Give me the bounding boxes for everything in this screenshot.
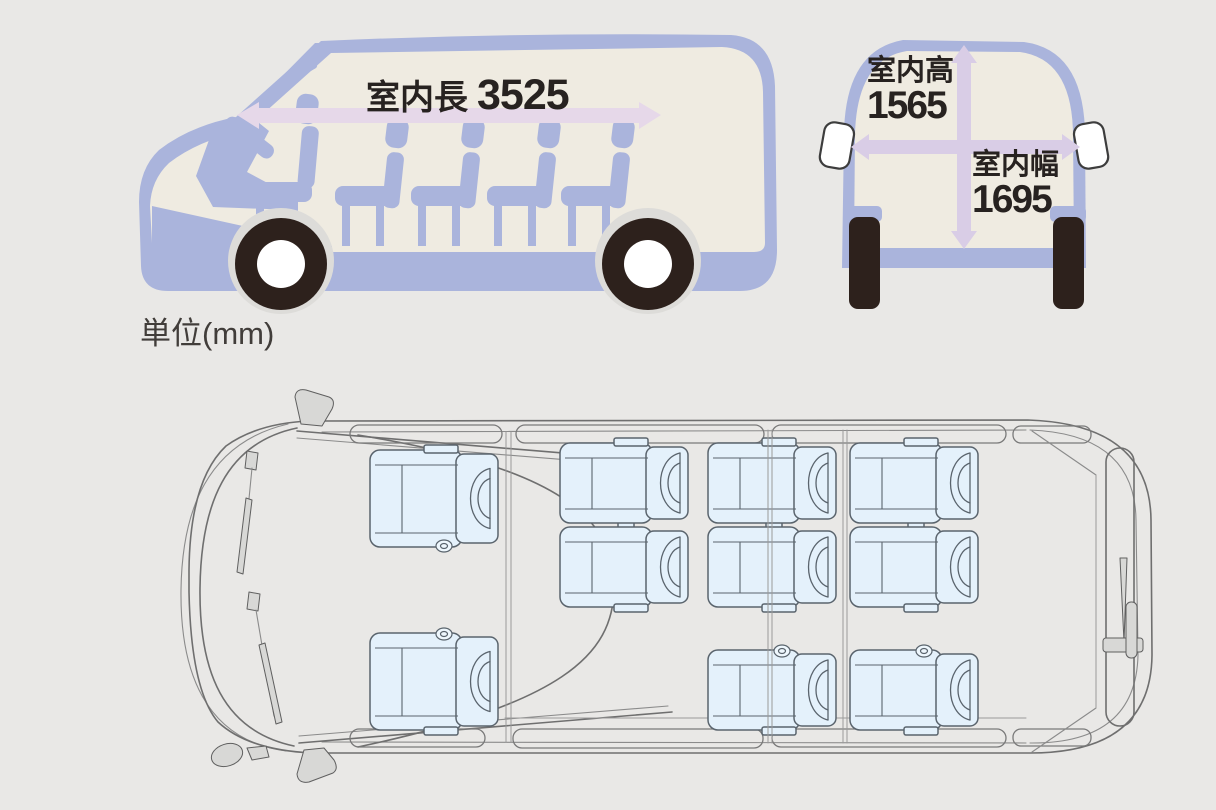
rear-wiper-blade (1125, 601, 1138, 659)
interior-length-value: 3525 (477, 71, 570, 119)
wiper-base-2 (246, 591, 261, 612)
rear-window (1105, 447, 1135, 727)
fourth-row-bench-lower (849, 526, 979, 613)
van-rear-view (818, 40, 1110, 309)
interior-length-label: 室内長 (366, 79, 468, 117)
hatch-line-bottom (1031, 707, 1097, 753)
third-row-bench (707, 437, 837, 613)
interior-width-dimension: 室内幅 1695 (972, 151, 1059, 220)
seats-layer (369, 437, 979, 736)
rear-right-wheel (1053, 217, 1084, 309)
rear-inner-line (1029, 429, 1139, 744)
front-bumper-line (199, 427, 298, 747)
washer-blob (246, 745, 270, 761)
van-top-view (180, 389, 1153, 783)
interior-height-dimension: 室内高 1565 (867, 57, 954, 126)
interior-height-label: 室内高 (867, 55, 955, 87)
roof-inner-line-bottom (321, 741, 1027, 744)
second-row-bench-upper (559, 437, 689, 524)
third-row-single-seat (707, 644, 837, 736)
body-outline (188, 419, 1153, 754)
door-handle-blob (210, 742, 244, 768)
front-bumper-outer-line (180, 423, 289, 752)
front-wheel-hub (257, 240, 305, 288)
third-row-bench-upper (707, 437, 837, 524)
fourth-row-bench (849, 437, 979, 613)
interior-width-arrow-icon (851, 134, 1080, 160)
interior-length-dimension: 室内長 3525 (366, 71, 570, 119)
top-mirror-icon (294, 389, 334, 427)
rearview-mirror-icon (291, 58, 318, 79)
wiper-blade-1 (236, 497, 253, 575)
left-mirror-icon (818, 121, 856, 170)
windshield-header-bottom (298, 711, 673, 744)
rear-wheel-hub (624, 240, 672, 288)
front-passenger-seat (369, 627, 499, 736)
van-side-view (139, 34, 777, 314)
fourth-row-bench-upper (849, 437, 979, 524)
second-row-bench (559, 437, 689, 613)
roof-inner-line-top (321, 429, 1027, 433)
driver-seat (369, 444, 499, 553)
rear-left-wheel (849, 217, 880, 309)
wiper-base-1 (244, 450, 259, 471)
rear-wiper-arm (1119, 557, 1128, 643)
interior-width-value: 1695 (972, 178, 1053, 221)
fourth-row-single-seat (849, 644, 979, 736)
hatch-line-top (1031, 430, 1097, 476)
unit-label: 単位(mm) (140, 316, 275, 351)
wiper-blade-2 (258, 642, 283, 725)
interior-length-arrow-icon (237, 102, 661, 129)
steering-wheel (224, 116, 274, 159)
interior-height-value: 1565 (867, 84, 948, 127)
pillar-lines (505, 429, 848, 744)
interior-width-label: 室内幅 (972, 149, 1060, 181)
third-row-bench-lower (707, 526, 837, 613)
second-row-bench-lower (559, 526, 689, 613)
bottom-mirror-icon (296, 747, 337, 783)
